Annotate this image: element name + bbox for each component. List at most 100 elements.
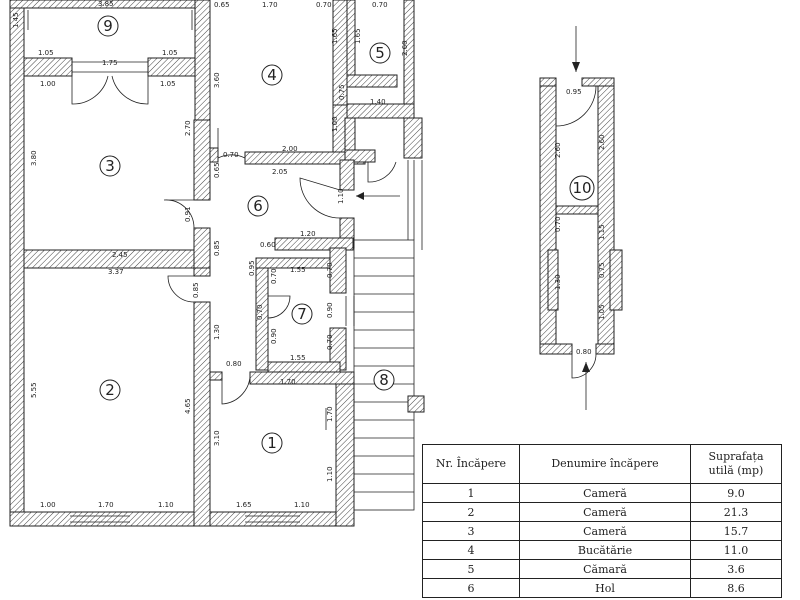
- dim-label: 1.05: [162, 49, 178, 57]
- dim-label: 1.10: [294, 501, 310, 509]
- room-number-2: 2: [105, 381, 115, 399]
- table-row: 2 Cameră 21.3: [422, 502, 782, 522]
- room-number-7: 7: [297, 305, 307, 323]
- dim-label: 1.70: [326, 406, 334, 422]
- dim-label: 0.95: [248, 260, 256, 276]
- dim-label: 0.65: [213, 162, 221, 178]
- dim-label: 0.70: [316, 1, 332, 9]
- dim-label: 1.75: [102, 59, 118, 67]
- dim-label: 0.90: [326, 302, 334, 318]
- cell-room-number: 5: [422, 559, 520, 579]
- cell-room-name: Bucătărie: [519, 540, 691, 560]
- cell-room-number: 3: [422, 521, 520, 541]
- cell-room-number: 2: [422, 502, 520, 522]
- room-number-10: 10: [572, 179, 591, 197]
- room-number-3: 3: [105, 157, 115, 175]
- cell-room-name: Cămară: [519, 559, 691, 579]
- cell-room-name: Hol: [519, 578, 691, 598]
- dim-label: 1.10: [337, 188, 345, 204]
- dim-label: 0.91: [184, 206, 192, 222]
- table-header-row: Nr. Încăpere Denumire încăpere Suprafața…: [422, 444, 782, 484]
- dim-label: 0.70: [326, 262, 334, 278]
- dim-label: 0.70: [223, 151, 239, 159]
- dim-label: 2.00: [282, 145, 298, 153]
- dim-label: 0.85: [192, 282, 200, 298]
- table-row: 4 Bucătărie 11.0: [422, 540, 782, 560]
- dim-label: 1.45: [12, 12, 20, 28]
- cell-area: 11.0: [690, 540, 782, 560]
- dim-label: 0.80: [576, 348, 592, 356]
- dim-label: 0.95: [566, 88, 582, 96]
- table-row: 3 Cameră 15.7: [422, 521, 782, 541]
- dim-label: 0.75: [338, 84, 346, 100]
- dim-label: 2.05: [272, 168, 288, 176]
- dim-label: 3.80: [30, 150, 38, 166]
- dim-label: 0.80: [226, 360, 242, 368]
- dim-label: 1.30: [554, 274, 562, 290]
- dim-label: 1.40: [370, 98, 386, 106]
- dim-label: 1.15: [598, 224, 606, 240]
- dim-label: 1.70: [98, 501, 114, 509]
- room-number-8: 8: [379, 371, 389, 389]
- cell-room-number: 6: [422, 578, 520, 598]
- dim-label: 5.55: [30, 382, 38, 398]
- dim-label: 1.00: [40, 501, 56, 509]
- dim-label: 1.70: [262, 1, 278, 9]
- header-usable-area: Suprafața utilă (mp): [690, 444, 782, 484]
- dim-label: 0.70: [256, 304, 264, 320]
- dim-label: 0.60: [260, 241, 276, 249]
- dim-label: 3.37: [108, 268, 124, 276]
- dim-label: 1.30: [213, 324, 221, 340]
- dim-label: 1.10: [158, 501, 174, 509]
- doors: [71, 75, 400, 405]
- dim-label: 2.60: [401, 40, 409, 56]
- header-room-number: Nr. Încăpere: [422, 444, 520, 484]
- room-number-4: 4: [267, 66, 277, 84]
- cell-room-name: Cameră: [519, 483, 691, 503]
- room-area-table: Nr. Încăpere Denumire încăpere Suprafața…: [422, 444, 782, 598]
- cell-area: 8.6: [690, 578, 782, 598]
- dim-label: 3.60: [213, 72, 221, 88]
- dim-label: 1.10: [326, 466, 334, 482]
- cell-room-name: Cameră: [519, 502, 691, 522]
- dim-label: 1.05: [598, 304, 606, 320]
- room-number-1: 1: [267, 434, 277, 452]
- main-walls: [9, 0, 423, 527]
- dim-label: 4.65: [184, 398, 192, 414]
- dim-label: 2.60: [554, 142, 562, 158]
- room-number-9: 9: [103, 17, 113, 35]
- dim-label: 1.55: [290, 354, 306, 362]
- room-number-5: 5: [375, 44, 385, 62]
- dim-label: 1.55: [290, 266, 306, 274]
- stairs: [353, 239, 425, 511]
- table-row: 6 Hol 8.6: [422, 578, 782, 598]
- cell-area: 15.7: [690, 521, 782, 541]
- annex-walls: [539, 26, 623, 410]
- cell-room-number: 4: [422, 540, 520, 560]
- dim-label: 1.00: [331, 116, 339, 132]
- dim-label: 1.05: [38, 49, 54, 57]
- dim-label: 3.85: [98, 0, 114, 8]
- dim-label: 0.70: [554, 216, 562, 232]
- dim-label: 2.70: [184, 120, 192, 136]
- dim-label: 1.05: [160, 80, 176, 88]
- cell-area: 3.6: [690, 559, 782, 579]
- dim-label: 1.20: [300, 230, 316, 238]
- cell-area: 9.0: [690, 483, 782, 503]
- dim-label: 1.00: [40, 80, 56, 88]
- cell-room-name: Cameră: [519, 521, 691, 541]
- dim-label: 1.65: [331, 28, 339, 44]
- dim-label: 0.70: [372, 1, 388, 9]
- dim-label: 0.85: [213, 240, 221, 256]
- header-room-name: Denumire încăpere: [519, 444, 691, 484]
- dim-label: 0.75: [598, 262, 606, 278]
- dim-label: 3.10: [213, 430, 221, 446]
- dim-label: 2.45: [112, 251, 128, 259]
- cell-room-number: 1: [422, 483, 520, 503]
- dimension-labels: 3.85 1.45 0.65 1.70 0.70 0.70 1.05 1.05 …: [12, 0, 606, 509]
- dim-label: 0.70: [270, 268, 278, 284]
- dim-label: 0.65: [214, 1, 230, 9]
- dim-label: 2.60: [598, 134, 606, 150]
- dim-label: 1.65: [354, 28, 362, 44]
